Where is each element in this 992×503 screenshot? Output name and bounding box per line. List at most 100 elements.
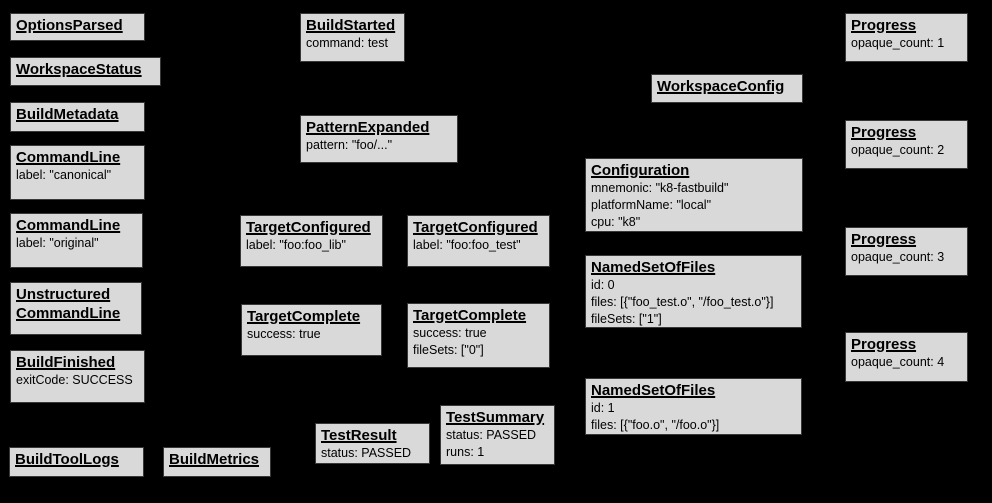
event-field: files: [{"foo_test.o", "/foo_test.o"}] (591, 295, 774, 309)
event-type-name: Progress (851, 336, 917, 353)
event-type-name: Progress (851, 17, 917, 34)
event-field: opaque_count: 4 (851, 355, 945, 369)
event-box-named-set-of-files-0: NamedSetOfFiles id: 0 files: [{"foo_test.o… (585, 255, 802, 328)
event-type-title: NamedSetOfFiles (591, 381, 796, 400)
event-box-progress-3: Progress opaque_count: 3 (845, 227, 968, 276)
event-type-title: TargetComplete (413, 306, 544, 325)
event-type-title: TestResult (321, 426, 424, 445)
event-field: success: true (413, 326, 487, 340)
event-type-name: TargetConfigured (246, 219, 371, 236)
event-type-name: NamedSetOfFiles (591, 259, 716, 276)
event-box-configuration: Configuration mnemonic: "k8-fastbuild" pla… (585, 158, 803, 232)
event-type-name: Configuration (591, 162, 690, 179)
event-type-title: Progress (851, 123, 962, 142)
event-type-name: BuildToolLogs (15, 451, 119, 468)
event-field: id: 0 (591, 278, 615, 292)
event-type-name: TestSummary (446, 409, 545, 426)
event-type-title: CommandLine (16, 148, 139, 167)
event-type-name: TargetComplete (413, 307, 527, 324)
event-type-name: BuildMetrics (169, 451, 260, 468)
event-type-name: WorkspaceConfig (657, 78, 785, 95)
event-field: pattern: "foo/..." (306, 138, 393, 152)
event-box-build-finished: BuildFinished exitCode: SUCCESS (10, 350, 145, 403)
event-box-pattern-expanded: PatternExpanded pattern: "foo/..." (300, 115, 458, 163)
event-type-title: PatternExpanded (306, 118, 452, 137)
event-box-options-parsed: OptionsParsed (10, 13, 145, 41)
event-type-name: BuildFinished (16, 354, 116, 371)
event-type-name: OptionsParsed (16, 17, 123, 34)
event-field: status: PASSED (321, 446, 412, 460)
event-type-name: CommandLine (16, 149, 121, 166)
event-box-target-complete-test: TargetComplete success: true fileSets: ["0… (407, 303, 550, 368)
event-box-test-result: TestResult status: PASSED (315, 423, 430, 464)
event-type-name: Progress (851, 231, 917, 248)
event-field: label: "foo:foo_test" (413, 238, 521, 252)
event-type-name: WorkspaceStatus (16, 61, 142, 78)
event-box-command-line-original: CommandLine label: "original" (10, 213, 143, 268)
event-field: command: test (306, 36, 388, 50)
event-type-name: TargetComplete (247, 308, 361, 325)
event-box-progress-2: Progress opaque_count: 2 (845, 120, 968, 169)
event-field: id: 1 (591, 401, 615, 415)
event-type-title: CommandLine (16, 216, 137, 235)
event-box-progress-1: Progress opaque_count: 1 (845, 13, 968, 62)
event-type-name: BuildStarted (306, 17, 396, 34)
event-type-title: WorkspaceStatus (16, 60, 155, 79)
event-type-title: TargetConfigured (413, 218, 544, 237)
event-box-workspace-status: WorkspaceStatus (10, 57, 161, 86)
event-box-named-set-of-files-1: NamedSetOfFiles id: 1 files: [{"foo.o", "/… (585, 378, 802, 435)
event-type-title: Configuration (591, 161, 797, 180)
event-box-target-complete-lib: TargetComplete success: true (241, 304, 382, 356)
event-box-progress-4: Progress opaque_count: 4 (845, 332, 968, 382)
event-type-title: WorkspaceConfig (657, 77, 797, 96)
event-field: runs: 1 (446, 445, 485, 459)
event-type-title: TargetConfigured (246, 218, 377, 237)
event-type-name: NamedSetOfFiles (591, 382, 716, 399)
event-type-title: BuildToolLogs (15, 450, 138, 469)
event-type-title: OptionsParsed (16, 16, 139, 35)
event-type-title: Progress (851, 335, 962, 354)
event-field: opaque_count: 2 (851, 143, 945, 157)
event-box-command-line-canonical: CommandLine label: "canonical" (10, 145, 145, 200)
event-type-name: TargetConfigured (413, 219, 538, 236)
event-type-title: BuildMetadata (16, 105, 139, 124)
event-type-name: CommandLine (16, 305, 121, 322)
event-field: fileSets: ["1"] (591, 312, 662, 326)
event-field: cpu: "k8" (591, 215, 641, 229)
event-type-name: TestResult (321, 427, 397, 444)
event-box-target-configured-lib: TargetConfigured label: "foo:foo_lib" (240, 215, 383, 267)
event-field: success: true (247, 327, 321, 341)
event-field: status: PASSED (446, 428, 537, 442)
event-field: label: "original" (16, 236, 99, 250)
event-box-build-metrics: BuildMetrics (163, 447, 271, 477)
event-field: exitCode: SUCCESS (16, 373, 133, 387)
event-type-title: Progress (851, 16, 962, 35)
event-field: fileSets: ["0"] (413, 343, 484, 357)
event-type-title: NamedSetOfFiles (591, 258, 796, 277)
event-type-title: TestSummary (446, 408, 549, 427)
event-box-target-configured-test: TargetConfigured label: "foo:foo_test" (407, 215, 550, 267)
event-box-test-summary: TestSummary status: PASSED runs: 1 (440, 405, 555, 465)
event-type-title: Progress (851, 230, 962, 249)
event-box-build-tool-logs: BuildToolLogs (9, 447, 144, 477)
event-field: files: [{"foo.o", "/foo.o"}] (591, 418, 720, 432)
event-type-title: BuildMetrics (169, 450, 265, 469)
event-box-workspace-config: WorkspaceConfig (651, 74, 803, 103)
event-field: opaque_count: 3 (851, 250, 945, 264)
event-type-name: Unstructured (16, 286, 111, 303)
event-box-build-metadata: BuildMetadata (10, 102, 145, 132)
event-type-name: Progress (851, 124, 917, 141)
event-field: mnemonic: "k8-fastbuild" (591, 181, 729, 195)
event-field: label: "canonical" (16, 168, 112, 182)
event-type-title: BuildFinished (16, 353, 139, 372)
event-field: label: "foo:foo_lib" (246, 238, 346, 252)
event-field: opaque_count: 1 (851, 36, 945, 50)
event-type-name: PatternExpanded (306, 119, 430, 136)
event-field: platformName: "local" (591, 198, 712, 212)
event-type-name: CommandLine (16, 217, 121, 234)
event-type-title: TargetComplete (247, 307, 376, 326)
event-type-title: BuildStarted (306, 16, 399, 35)
